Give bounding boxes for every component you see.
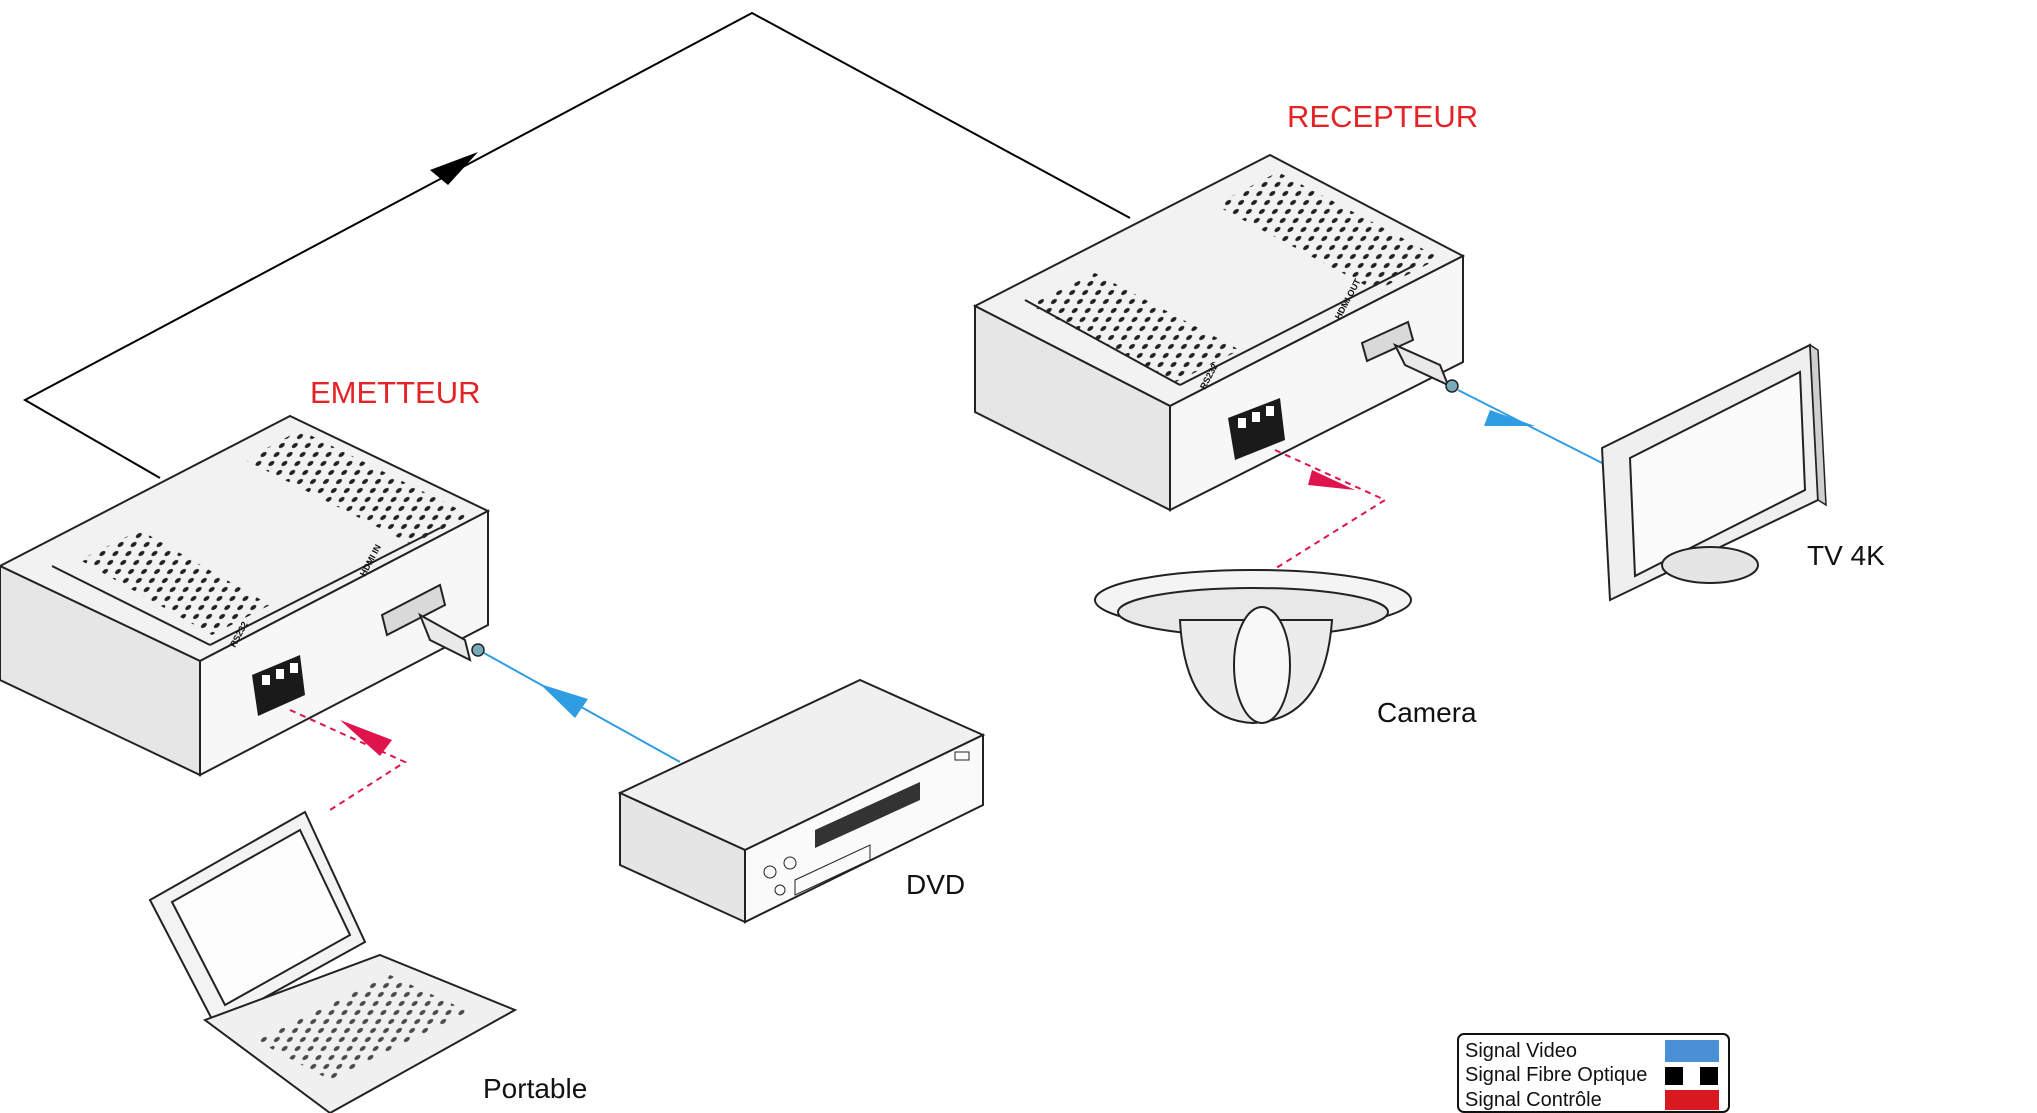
legend-swatch-fiber-right	[1700, 1067, 1718, 1085]
legend-label-fiber: Signal Fibre Optique	[1465, 1064, 1647, 1086]
receiver-unit: RS232 HDMI OUT	[972, 153, 1466, 512]
legend-label-video: Signal Video	[1465, 1040, 1577, 1062]
video-arrow-emitter	[540, 684, 588, 718]
legend-label-control: Signal Contrôle	[1465, 1089, 1602, 1111]
dvd-player-illustration	[617, 678, 986, 924]
legend-swatch-fiber-left	[1665, 1067, 1683, 1085]
legend-frame	[1457, 1033, 1730, 1113]
receiver-title: RECEPTEUR	[1287, 99, 1478, 134]
receiver-hdmi-connector	[1360, 320, 1459, 393]
control-arrow-emitter	[340, 720, 392, 756]
emitter-unit: RS232 HDMI IN	[0, 414, 491, 777]
emitter-rs232-connector	[252, 655, 305, 716]
laptop-illustration	[148, 810, 518, 1113]
laptop-label: Portable	[483, 1073, 587, 1104]
tv-label: TV 4K	[1807, 540, 1885, 571]
legend-swatch-control	[1665, 1090, 1719, 1110]
receiver-rs232-connector	[1228, 398, 1285, 460]
tv-illustration	[1600, 343, 1827, 602]
emitter-hdmi-connector	[380, 583, 485, 662]
legend-swatch-video	[1665, 1040, 1719, 1062]
camera-illustration	[1094, 569, 1412, 725]
control-arrow-receiver	[1308, 470, 1355, 490]
fiber-optic-link	[22, 11, 1131, 479]
dvd-label: DVD	[906, 869, 965, 900]
fiber-direction-arrow	[430, 152, 478, 185]
emitter-title: EMETTEUR	[310, 375, 481, 410]
video-arrow-receiver	[1484, 410, 1535, 426]
camera-label: Camera	[1377, 697, 1477, 728]
control-signal-links	[289, 449, 1388, 811]
video-signal-links	[483, 389, 1611, 763]
legend: Signal Video Signal Fibre Optique Signal…	[1457, 1033, 1730, 1113]
